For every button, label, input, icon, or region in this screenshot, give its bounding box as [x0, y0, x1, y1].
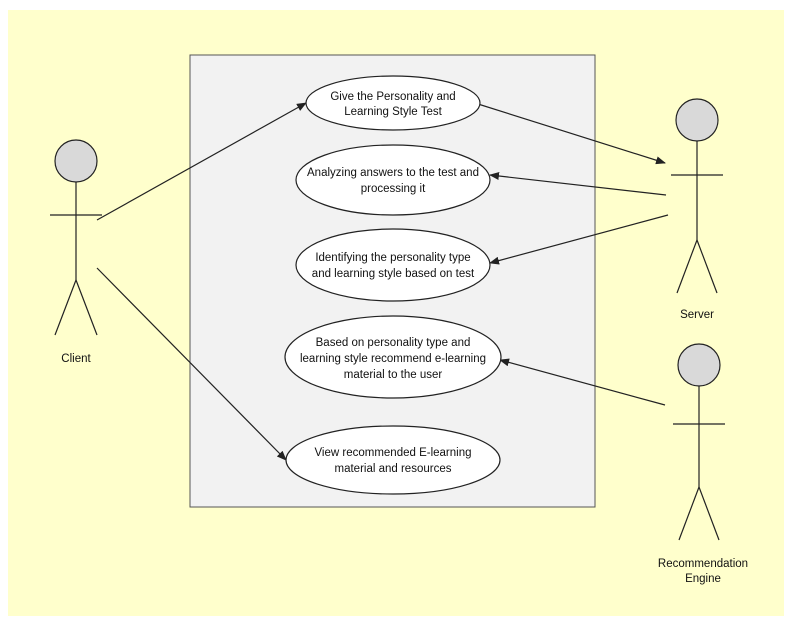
use-case-label: Learning Style Test [344, 106, 442, 118]
actor-label: Client [61, 353, 91, 365]
association-client-to-view [96, 267, 287, 461]
association-test-to-server [477, 103, 666, 165]
use-case-label: material and resources [335, 463, 452, 475]
use-case-label: Identifying the personality type [315, 252, 470, 264]
use-case-label: View recommended E-learning [314, 447, 471, 459]
use-case-label: Give the Personality and [330, 91, 455, 103]
association-client-to-test [96, 102, 307, 221]
use-case-identifying-personality: Identifying the personality type and lea… [295, 228, 491, 302]
use-case-view-material: View recommended E-learning material and… [285, 425, 501, 495]
use-case-label: Analyzing answers to the test and [307, 167, 479, 179]
association-server-to-analyzing [489, 172, 667, 196]
use-case-label: Based on personality type and [316, 337, 471, 349]
use-case-label: processing it [361, 183, 426, 195]
actor-head [675, 98, 719, 142]
use-case-analyzing-answers: Analyzing answers to the test and proces… [295, 144, 491, 216]
actor-server: Server [671, 98, 723, 321]
use-case-label: and learning style based on test [312, 268, 475, 280]
actor-head [677, 343, 721, 387]
use-case-give-test: Give the Personality and Learning Style … [305, 75, 481, 131]
actor-recommendation-engine: Recommendation Engine [658, 343, 748, 585]
actor-label: Recommendation [658, 558, 748, 570]
association-server-to-identifying [489, 214, 669, 265]
actor-label: Server [680, 309, 714, 321]
actor-label: Engine [685, 573, 721, 585]
association-engine-to-recommend [499, 358, 666, 406]
use-case-label: learning style recommend e-learning [300, 353, 486, 365]
use-case-recommend-material: Based on personality type and learning s… [284, 315, 502, 399]
actor-head [54, 139, 98, 183]
actor-client: Client [50, 139, 102, 365]
use-case-label: material to the user [344, 369, 443, 381]
